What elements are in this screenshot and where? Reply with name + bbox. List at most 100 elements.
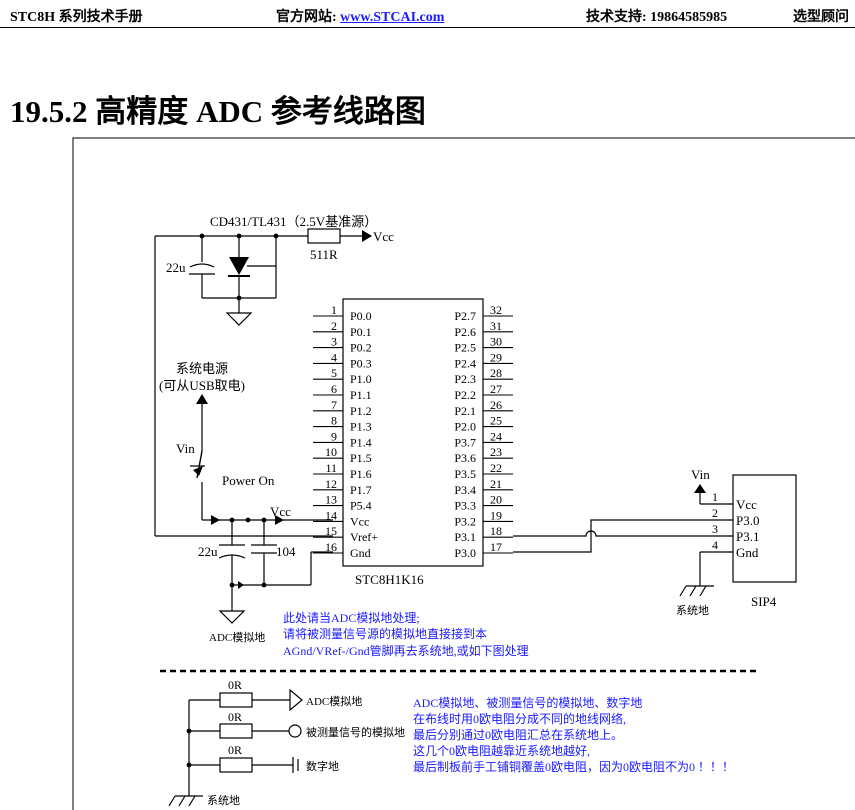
official-site: 官方网站: www.STCAI.com [276, 6, 444, 26]
chip-pin-name: P3.6 [454, 451, 476, 465]
power-label-2: (可从USB取电) [159, 378, 245, 393]
note-top-2: 请将被测量信号源的模拟地直接接到本 [283, 626, 487, 641]
chip-pin-number: 30 [490, 335, 502, 349]
connector-pin-name: Vcc [736, 497, 757, 512]
connector-wires [679, 493, 733, 597]
chip-pin-number: 2 [331, 319, 337, 333]
power-label-1: 系统电源 [176, 361, 228, 376]
connector-pin-number: 1 [712, 490, 718, 504]
chip-pin-name: P1.4 [350, 435, 372, 449]
chip-pin-number: 15 [325, 524, 337, 538]
chip-pin-number: 6 [331, 382, 337, 396]
chip-pin-number: 25 [490, 414, 502, 428]
power-vcc: Vcc [270, 504, 291, 519]
chip-pin-name: P2.5 [454, 341, 476, 355]
section-title: 19.5.2 高精度 ADC 参考线路图 [10, 94, 426, 129]
chip-pin-number: 16 [325, 540, 337, 554]
chip-pin-name: P2.4 [454, 356, 476, 370]
chip-pin-name: P2.2 [454, 388, 476, 402]
chip-pin-name: Gnd [350, 546, 371, 560]
connector-vin: Vin [691, 467, 710, 482]
r2-value: 0R [228, 710, 242, 724]
chip-pin-name: P1.2 [350, 404, 372, 418]
connector-pin-name: Gnd [736, 545, 759, 560]
chip-pin-name: P2.6 [454, 325, 476, 339]
reference-vcc: Vcc [373, 229, 394, 244]
chip-pin-number: 14 [325, 508, 337, 522]
power-flow-arrow-icon [211, 515, 220, 525]
adc-gnd-label: ADC模拟地 [209, 630, 265, 644]
chip-pin-number: 18 [490, 524, 502, 538]
sip4-body [732, 474, 797, 583]
header-rule [0, 27, 855, 28]
chip-pin-name: P2.0 [454, 420, 476, 434]
chip-pin-number: 19 [490, 508, 502, 522]
note-bottom-5: 最后制板前手工铺铜覆盖0欧电阻，因为0欧电阻不为0 ！！！ [413, 759, 734, 774]
chip-pin-name: P1.3 [350, 420, 372, 434]
chip-pin-name: P3.0 [454, 546, 476, 560]
chip-pin-name: P2.3 [454, 372, 476, 386]
chip-pin-name: P0.0 [350, 309, 372, 323]
note-bottom-4: 这几个0欧电阻越靠近系统地越好, [413, 743, 590, 758]
power-cap1-value: 22u [198, 544, 218, 559]
gs-digital-gnd: 数字地 [306, 759, 339, 773]
chip-pin-name: P0.2 [350, 341, 372, 355]
gs-signal-gnd: 被测量信号的模拟地 [306, 725, 405, 739]
connector-pin-name: P3.1 [736, 529, 759, 544]
chip-pin-name: P0.3 [350, 356, 372, 370]
note-top-1: 此处请当ADC模拟地处理; [283, 611, 420, 625]
gs-system-gnd: 系统地 [207, 794, 240, 807]
chip-pin-name: P3.5 [454, 467, 476, 481]
chip-pin-name: P3.4 [454, 483, 476, 497]
chip-pin-name: P3.7 [454, 435, 476, 449]
chip-pin-number: 9 [331, 429, 337, 443]
site-link[interactable]: www.STCAI.com [340, 10, 445, 25]
chip-name: STC8H1K16 [355, 572, 424, 587]
connector-pin-number: 2 [712, 506, 718, 520]
chip-pin-name: P2.7 [454, 309, 476, 323]
advisor-label: 选型顾问 [793, 10, 849, 25]
note-bottom-2: 在布线时用0欧电阻分成不同的地线网络, [413, 711, 626, 726]
chip-pin-number: 31 [490, 319, 502, 333]
chip-pin-number: 1 [331, 303, 337, 317]
resistor-value: 511R [310, 247, 338, 262]
chip-pin-number: 3 [331, 335, 337, 349]
chip-pin-number: 17 [490, 540, 502, 554]
chip-pin-number: 23 [490, 445, 502, 459]
support-phone: 技术支持: 19864585985 [586, 10, 728, 25]
connector-pin-number: 3 [712, 522, 718, 536]
chip-body [342, 298, 484, 567]
chip-pin-name: P1.6 [350, 467, 372, 481]
chip-pin-number: 27 [490, 382, 502, 396]
connector-gnd-label: 系统地 [676, 604, 709, 617]
chip-pin-name: P2.1 [454, 404, 476, 418]
chip-pin-name: P5.4 [350, 499, 372, 513]
chip-pin-number: 24 [490, 429, 502, 443]
chip-pin-name: Vref+ [350, 530, 378, 544]
chip-pin-name: P1.7 [350, 483, 372, 497]
connector-vin-arrow-icon [694, 484, 706, 493]
chip-pin-number: 28 [490, 366, 502, 380]
chip-pin-name: P3.2 [454, 514, 476, 528]
chip-pin-number: 8 [331, 414, 337, 428]
note-top-3: AGnd/VRef-/Gnd管脚再去系统地,或如下图处理 [283, 643, 529, 658]
chip-pin-name: P0.1 [350, 325, 372, 339]
reference-section [154, 228, 362, 537]
figure-frame [72, 137, 855, 810]
chip-pin-number: 29 [490, 350, 502, 364]
chip-pin-number: 7 [331, 398, 337, 412]
chip-pin-number: 32 [490, 303, 502, 317]
chip-pin-number: 12 [325, 477, 337, 491]
power-section [196, 402, 333, 624]
reference-cap-value: 22u [166, 260, 186, 275]
connector-pin-number: 4 [712, 538, 718, 552]
chip-pin-name: P1.0 [350, 372, 372, 386]
chip-pin-name: P3.1 [454, 530, 476, 544]
chip-pin-name: P3.3 [454, 499, 476, 513]
tl431-diode [229, 257, 249, 275]
site-label: 官方网站: [276, 10, 337, 25]
note-bottom-1: ADC模拟地、被测量信号的模拟地、数字地 [413, 695, 642, 710]
